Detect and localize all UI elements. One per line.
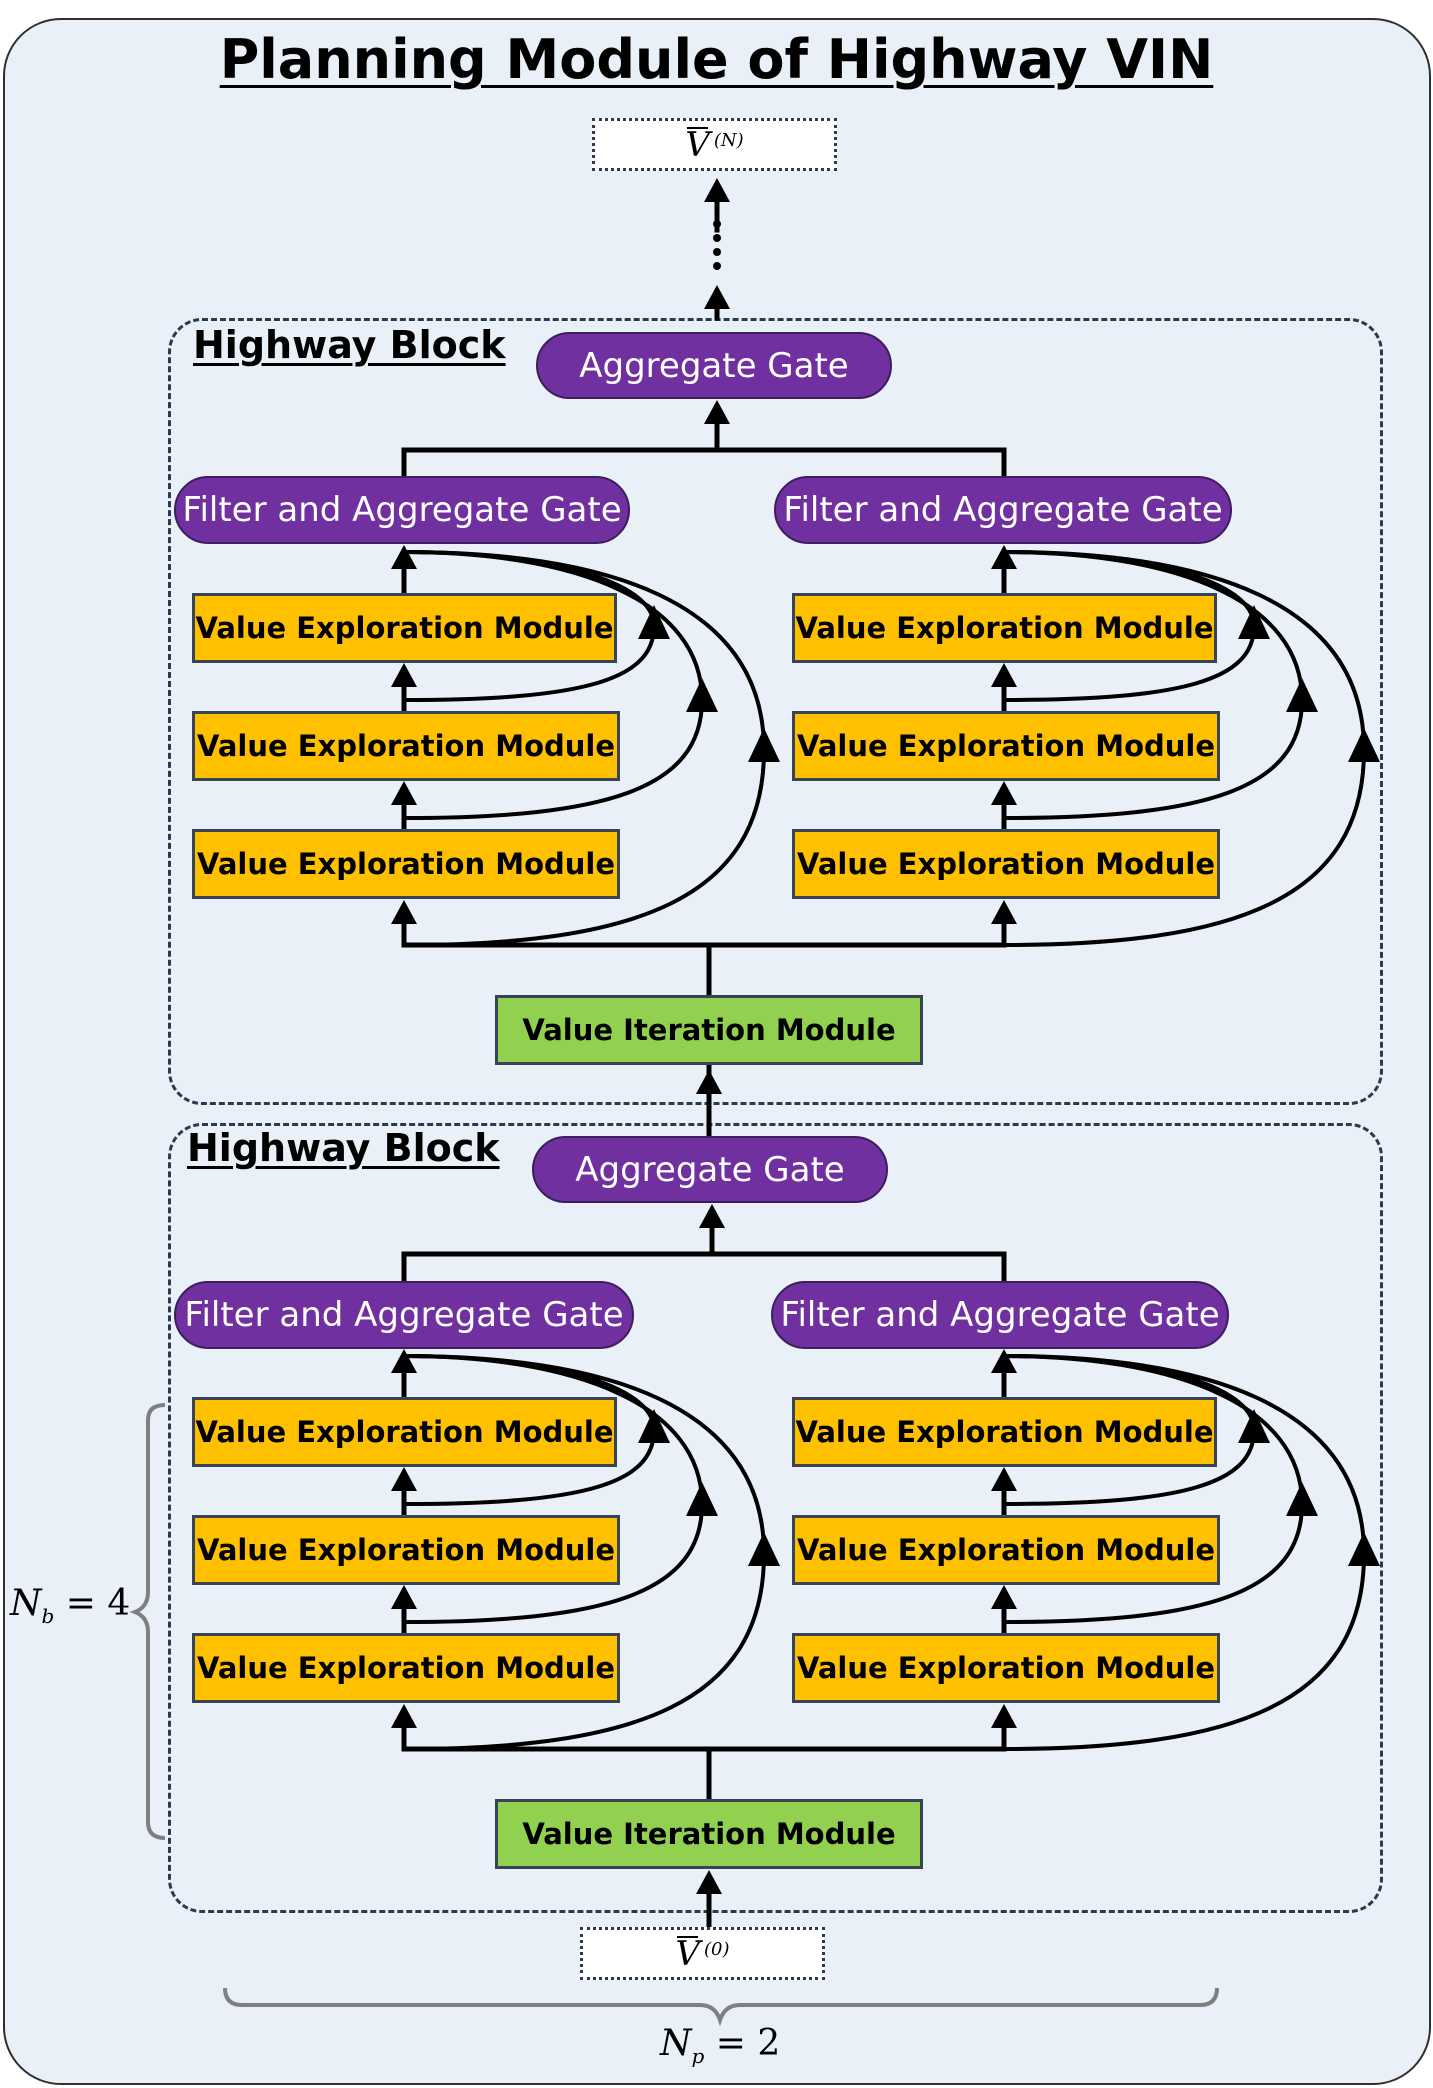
- aggregate-gate: Aggregate Gate: [536, 332, 892, 399]
- nb-subscript: b: [41, 1604, 55, 1629]
- output-value-superscript: (N): [713, 130, 744, 151]
- np-brace: [223, 1987, 1219, 2027]
- arrowhead: [699, 1204, 725, 1228]
- arrowhead: [696, 1870, 722, 1894]
- arrowhead: [391, 1349, 417, 1373]
- value-exploration-module: Value Exploration Module: [192, 1397, 617, 1467]
- arrowhead: [686, 1482, 718, 1516]
- value-exploration-module: Value Exploration Module: [792, 1515, 1220, 1585]
- input-value-superscript: (0): [704, 1939, 730, 1960]
- arrowhead: [638, 1409, 670, 1443]
- arrowhead: [991, 1467, 1017, 1491]
- filter-aggregate-gate-left: Filter and Aggregate Gate: [174, 1281, 634, 1349]
- arrowhead: [1286, 1482, 1318, 1516]
- nb-relation: = 4: [65, 1583, 131, 1624]
- np-label: Np = 2: [660, 2023, 780, 2068]
- arrowhead: [748, 728, 780, 762]
- highway-block-frame-top: [168, 318, 1383, 1105]
- np-relation: = 2: [715, 2023, 781, 2064]
- arrowhead: [686, 678, 718, 712]
- np-subscript: p: [691, 2044, 705, 2069]
- arrowhead: [704, 178, 730, 202]
- arrowhead: [991, 545, 1017, 569]
- ellipsis-dot: [713, 262, 721, 270]
- arrowhead: [991, 781, 1017, 805]
- arrowhead: [638, 605, 670, 639]
- filter-aggregate-gate-right: Filter and Aggregate Gate: [774, 476, 1232, 544]
- skip-connection: [403, 1354, 656, 1431]
- arrowhead: [391, 545, 417, 569]
- skip-connection: [403, 550, 656, 627]
- ellipsis-dot: [713, 248, 721, 256]
- skip-connection: [403, 1429, 656, 1506]
- arrowhead: [1348, 728, 1380, 762]
- arrowhead: [991, 1349, 1017, 1373]
- value-exploration-module: Value Exploration Module: [192, 1515, 620, 1585]
- nb-symbol: N: [10, 1583, 42, 1624]
- value-exploration-module: Value Exploration Module: [792, 1397, 1217, 1467]
- arrowhead: [704, 400, 730, 424]
- arrowhead: [991, 900, 1017, 924]
- arrowhead: [991, 1585, 1017, 1609]
- arrowhead: [1286, 678, 1318, 712]
- filter-aggregate-gate-left: Filter and Aggregate Gate: [174, 476, 630, 544]
- value-exploration-module: Value Exploration Module: [792, 711, 1220, 781]
- filter-aggregate-gate-right: Filter and Aggregate Gate: [771, 1281, 1229, 1349]
- skip-connection: [403, 749, 766, 947]
- arrowhead: [391, 781, 417, 805]
- value-iteration-module: Value Iteration Module: [495, 995, 923, 1065]
- arrowhead: [696, 1070, 722, 1094]
- arrowhead: [704, 285, 730, 309]
- skip-connection: [1003, 1429, 1256, 1506]
- np-symbol: N: [660, 2023, 692, 2064]
- output-value-box: V (N): [592, 118, 837, 171]
- skip-connection: [1003, 550, 1256, 627]
- value-exploration-module: Value Exploration Module: [192, 593, 617, 663]
- skip-connection: [403, 699, 704, 820]
- diagram-title: Planning Module of Highway VIN: [219, 28, 1214, 91]
- value-exploration-module: Value Exploration Module: [192, 1633, 620, 1703]
- value-exploration-module: Value Exploration Module: [192, 829, 620, 899]
- highway-block-frame-bottom: [168, 1123, 1383, 1913]
- nb-label: Nb = 4: [10, 1583, 130, 1628]
- output-value-symbol: V: [685, 124, 710, 165]
- nb-brace: [129, 1403, 166, 1840]
- skip-connection: [403, 625, 656, 702]
- ellipsis-dot: [713, 220, 721, 228]
- skip-connection: [1003, 625, 1256, 702]
- arrowhead: [391, 1704, 417, 1728]
- arrowhead: [991, 663, 1017, 687]
- skip-connection: [1003, 1553, 1366, 1751]
- arrowhead: [1238, 1409, 1270, 1443]
- aggregate-gate: Aggregate Gate: [532, 1136, 888, 1203]
- value-iteration-module: Value Iteration Module: [495, 1799, 923, 1869]
- arrowhead: [991, 1704, 1017, 1728]
- skip-connection: [1003, 1354, 1256, 1431]
- highway-block-title: Highway Block: [193, 323, 506, 367]
- highway-block-title: Highway Block: [187, 1126, 500, 1170]
- value-exploration-module: Value Exploration Module: [792, 593, 1217, 663]
- arrowhead: [391, 900, 417, 924]
- arrowhead: [391, 663, 417, 687]
- arrowhead: [391, 1467, 417, 1491]
- skip-connection: [1003, 699, 1304, 820]
- arrowhead: [1348, 1532, 1380, 1566]
- skip-connection: [403, 1503, 704, 1624]
- value-exploration-module: Value Exploration Module: [792, 1633, 1220, 1703]
- value-exploration-module: Value Exploration Module: [192, 711, 620, 781]
- skip-connection: [403, 1553, 766, 1751]
- arrowhead: [1238, 605, 1270, 639]
- input-value-box: V (0): [580, 1927, 825, 1980]
- ellipsis-dot: [713, 234, 721, 242]
- skip-connection: [1003, 1503, 1304, 1624]
- arrowhead: [391, 1585, 417, 1609]
- input-value-symbol: V: [675, 1933, 701, 1974]
- arrowhead: [748, 1532, 780, 1566]
- skip-connection: [1003, 749, 1366, 947]
- value-exploration-module: Value Exploration Module: [792, 829, 1220, 899]
